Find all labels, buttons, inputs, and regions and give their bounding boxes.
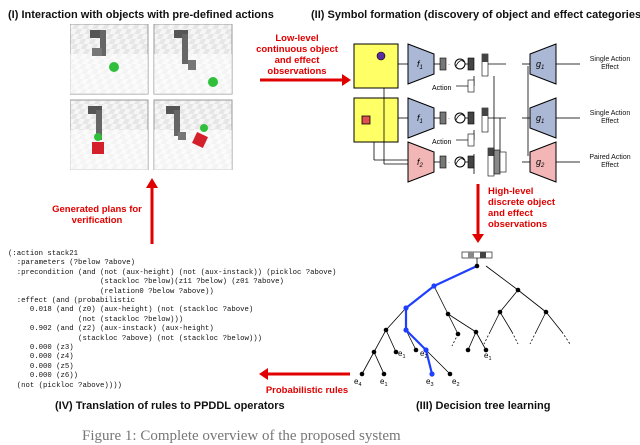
panel-3-title: (III) Decision tree learning: [416, 400, 551, 412]
code-line: (not (stackloc ?below))): [8, 315, 184, 324]
object-image-1: [353, 43, 399, 89]
probabilistic-rules-arrow: [259, 368, 350, 380]
decoder-label: g1: [536, 113, 544, 125]
code-line: (stackloc ?above) (not (stackloc ?below)…: [8, 334, 262, 343]
action-label: Action: [432, 139, 452, 146]
decoder-label: g1: [536, 59, 544, 71]
code-line: 0.000 (z4): [8, 353, 74, 362]
green-sphere: [94, 133, 102, 141]
red-cube: [192, 132, 208, 148]
snapshot-3: [70, 99, 149, 170]
binarizer-icon: [454, 58, 466, 70]
encoder-label: f2: [417, 157, 424, 169]
encoder-label: f1: [417, 59, 423, 71]
code-line: 0.018 (and (z0) (aux-height) (not (stack…: [8, 306, 254, 315]
low-level-label: Low-level continuous object and effect o…: [256, 33, 338, 77]
high-level-label: High-level discrete object and effect ob…: [488, 186, 556, 230]
code-line: (:action stack21: [8, 250, 79, 258]
svg-text:·: ·: [448, 160, 450, 166]
encoder-f1-top: [407, 43, 435, 85]
object-image-2: [353, 97, 399, 143]
code-line: 0.000 (z5): [8, 362, 74, 371]
leaf-label: e4: [354, 377, 362, 388]
binarizer-icon: [454, 112, 466, 124]
symbol-network: f1 f1 f2 · · · Action Action g1 g1 g2: [353, 43, 580, 183]
green-sphere: [200, 124, 208, 132]
code-line: :precondition (and (not (aux-height) (no…: [8, 268, 337, 277]
code-line: 0.000 (z6)): [8, 372, 79, 381]
snapshot-2: [153, 24, 233, 95]
svg-text:·: ·: [448, 62, 450, 68]
code-line: 0.902 (and (z2) (aux-instack) (aux-heigh…: [8, 325, 214, 334]
leaf-label: e1: [398, 349, 406, 360]
red-cube: [92, 142, 104, 154]
ppddl-code: (:action stack21 :parameters (?below ?ab…: [8, 250, 336, 391]
output-single-effect-1: Single Action Effect: [589, 56, 631, 71]
encoder-f2: [407, 141, 435, 183]
code-line: (stackloc ?below)(z11 ?below) (z01 ?abov…: [8, 278, 284, 287]
decoder-g1-bottom: [529, 97, 557, 139]
binarizer-icon: [454, 156, 466, 168]
panel-2-title: (II) Symbol formation (discovery of obje…: [311, 9, 640, 21]
low-level-arrow: [260, 74, 351, 86]
generated-plans-label: Generated plans for verification: [52, 204, 142, 226]
output-paired-effect: Paired Action Effect: [589, 154, 631, 169]
code-line: 0.000 (z3): [8, 344, 74, 353]
leaf-label: e2: [420, 349, 428, 360]
decoder-label: g2: [536, 157, 545, 169]
encoder-f1-bottom: [407, 97, 435, 139]
leaf-label: e1: [484, 351, 492, 362]
output-single-effect-2: Single Action Effect: [589, 110, 631, 125]
leaf-label: e3: [426, 377, 434, 388]
decision-tree: e1 e2 e4 e1 e3 e2 e1: [354, 251, 571, 388]
leaf-label: e1: [380, 377, 388, 388]
code-line: (not (pickloc ?above)))): [8, 381, 122, 390]
code-line: :effect (and (probabilistic: [8, 297, 135, 306]
simulation-snapshots: [70, 24, 233, 170]
code-line: (relation0 ?below ?above)): [8, 287, 214, 296]
leaf-label: e2: [452, 377, 460, 388]
action-label: Action: [432, 85, 452, 92]
figure-caption: Figure 1: Complete overview of the propo…: [82, 428, 401, 444]
snapshot-1: [70, 24, 149, 95]
code-line: :parameters (?below ?above): [8, 259, 135, 268]
generated-plans-arrow: [146, 178, 158, 244]
decoder-g2: [529, 141, 557, 183]
encoder-label: f1: [417, 113, 423, 125]
highlighted-path: [404, 265, 478, 375]
green-sphere: [109, 62, 119, 72]
snapshot-4: [153, 99, 233, 170]
panel-1-title: (I) Interaction with objects with pre-de…: [8, 9, 274, 21]
panel-4-title: (IV) Translation of rules to PPDDL opera…: [55, 400, 285, 412]
svg-text:·: ·: [448, 116, 450, 122]
decoder-g1-top: [529, 43, 557, 85]
high-level-arrow: [472, 184, 484, 243]
green-sphere: [208, 77, 218, 87]
probabilistic-rules-label: Probabilistic rules: [265, 385, 349, 396]
